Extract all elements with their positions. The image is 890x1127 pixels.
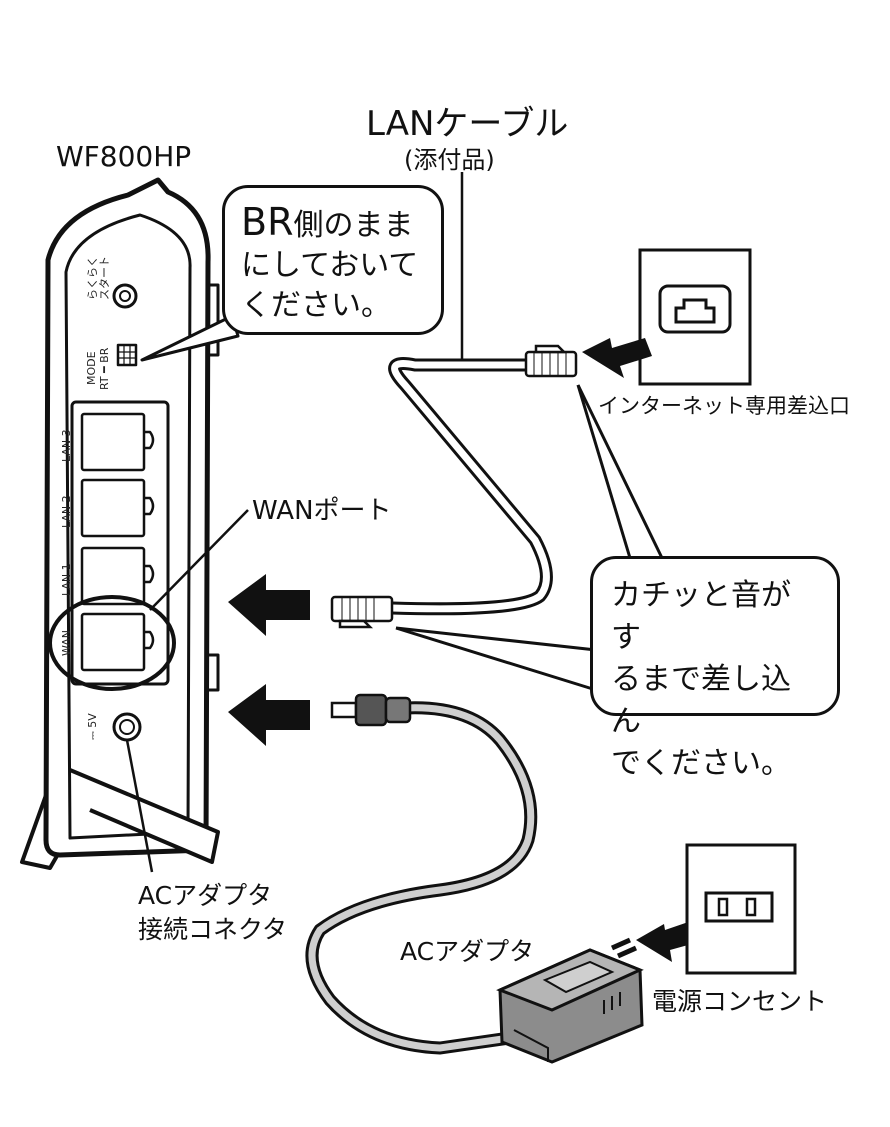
ac-adapter-cable: [305, 701, 538, 1055]
arrow-to-internet-jack: [582, 338, 652, 378]
mode-label: MODE: [85, 351, 98, 385]
lan3-label: LAN 3: [60, 429, 73, 462]
ac-adapter-box: [496, 937, 644, 1064]
ac-connector-label-line2: 接続コネクタ: [138, 915, 288, 944]
click-instruction-line2: るまで差し込ん: [611, 662, 791, 739]
power-label: ⎓ 5V: [86, 713, 99, 740]
lan1-label: LAN 1: [60, 563, 73, 596]
click-instruction-bubble: カチッと音がす るまで差し込ん でください。: [590, 556, 840, 781]
internet-port-label: インターネット専用差込口: [598, 394, 850, 418]
ac-adapter-label: ACアダプタ: [400, 937, 535, 966]
easy-start-label-2: スタート: [98, 256, 111, 300]
arrow-lan-into-wan: [228, 574, 310, 636]
click-instruction-line1: カチッと音がす: [611, 578, 791, 655]
lan-plug-top: [524, 344, 578, 378]
mode-switch-label: RT ━ BR: [98, 347, 111, 390]
mode-instruction-line1: BR側のまま: [241, 202, 425, 246]
device-model-label: WF800HP: [56, 140, 192, 173]
click-bubble-pointer-bottom-1: [395, 626, 597, 652]
lan-cable-label: LANケーブル: [366, 104, 569, 144]
wan-leader-line: [149, 509, 249, 611]
mode-instruction-lead: BR: [241, 200, 294, 244]
dc-plug: [330, 693, 412, 727]
internet-wall-jack: [638, 248, 752, 386]
click-instruction-line3: でください。: [611, 746, 791, 781]
easy-start-label-1: らくらく: [86, 256, 99, 300]
lan-cable: [385, 357, 553, 616]
ac-connector-label-line1: ACアダプタ: [138, 881, 273, 910]
mode-instruction-line3: ください。: [241, 288, 391, 323]
mode-instruction-rest: 側のまま: [293, 208, 414, 243]
click-bubble-pointer-top-1: [576, 384, 632, 559]
wan-port-highlight: [48, 595, 176, 691]
lan2-label: LAN 2: [60, 495, 73, 528]
lan-plug-bottom: [330, 595, 394, 629]
wan-label: WAN: [60, 630, 73, 656]
click-bubble-pointer-top-2: [576, 384, 664, 559]
ac-connector-leader-line: [125, 739, 154, 873]
arrow-adapter-into-jack: [228, 684, 310, 746]
lan-cable-note: (添付品): [404, 146, 495, 174]
click-bubble-pointer-bottom-2: [395, 626, 597, 692]
mode-instruction-line2: にしておいて: [241, 248, 419, 283]
mode-instruction-bubble: BR側のまま にしておいて ください。: [222, 185, 444, 335]
power-outlet-label: 電源コンセント: [652, 987, 828, 1016]
power-outlet: [685, 843, 797, 975]
router-body: [20, 177, 220, 870]
wan-port-label: WANポート: [252, 496, 392, 526]
